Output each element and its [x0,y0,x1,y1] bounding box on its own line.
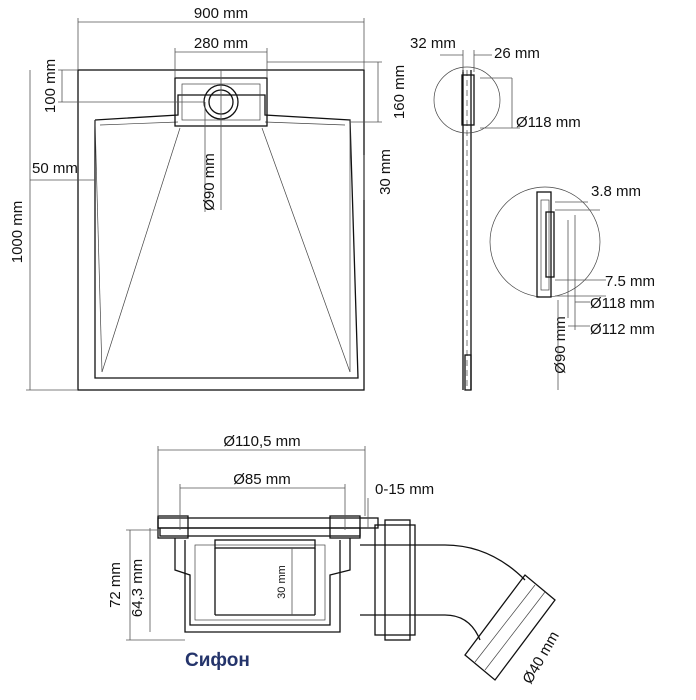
profile-detail-circle [433,66,501,134]
dim-32-26: 32 mm 26 mm [410,35,540,72]
label-118-detail: Ø118 mm [590,295,655,312]
tray-inner-outline [94,94,359,379]
dim-100: 100 mm [42,59,204,113]
label-100: 100 mm [42,59,59,113]
dim-50: 50 mm [30,160,95,181]
dim-160: 160 mm [267,61,408,123]
label-32: 32 mm [410,35,456,52]
tray-side-profile [433,66,501,391]
label-118-profile: Ø118 mm [516,114,581,131]
label-280: 280 mm [194,35,248,52]
label-1000: 1000 mm [9,201,26,264]
dim-1000: 1000 mm [9,70,78,391]
label-64-3: 64,3 mm [129,559,146,617]
detail-circle [489,186,601,298]
label-72: 72 mm [107,562,124,608]
dim-110-5: Ø110,5 mm [157,433,366,516]
dim-0-15: 0-15 mm [367,481,434,528]
dim-118-profile: Ø118 mm [480,77,581,131]
dim-30: 30 mm [363,149,394,200]
label-d90-top: Ø90 mm [201,153,218,211]
label-85: Ø85 mm [233,471,291,488]
label-0-15: 0-15 mm [375,481,434,498]
dim-900: 900 mm [77,5,365,70]
dim-72: 72 mm [107,529,185,641]
label-900: 900 mm [194,5,248,22]
label-30: 30 mm [377,149,394,195]
label-160: 160 mm [391,65,408,119]
label-3-8: 3.8 mm [591,183,641,200]
siphon-outlet-nut [464,574,556,681]
label-7-5: 7.5 mm [605,273,655,290]
label-50: 50 mm [32,160,78,177]
label-30-siphon: 30 mm [276,565,288,599]
siphon-caption: Сифон [185,650,250,671]
dim-64-3: 64,3 mm [129,528,151,632]
siphon-drawing [157,515,556,681]
label-112-detail: Ø112 mm [590,321,655,338]
tray-top-view [77,69,365,391]
label-90-detail: Ø90 mm [552,316,569,374]
dim-30-siphon: 30 mm [276,548,293,615]
label-40: Ø40 mm [519,629,562,687]
label-110-5: Ø110,5 mm [223,433,300,450]
dim-85: Ø85 mm [179,471,346,530]
dim-280: 280 mm [174,35,268,78]
label-26: 26 mm [494,45,540,62]
detail-view [489,186,606,330]
